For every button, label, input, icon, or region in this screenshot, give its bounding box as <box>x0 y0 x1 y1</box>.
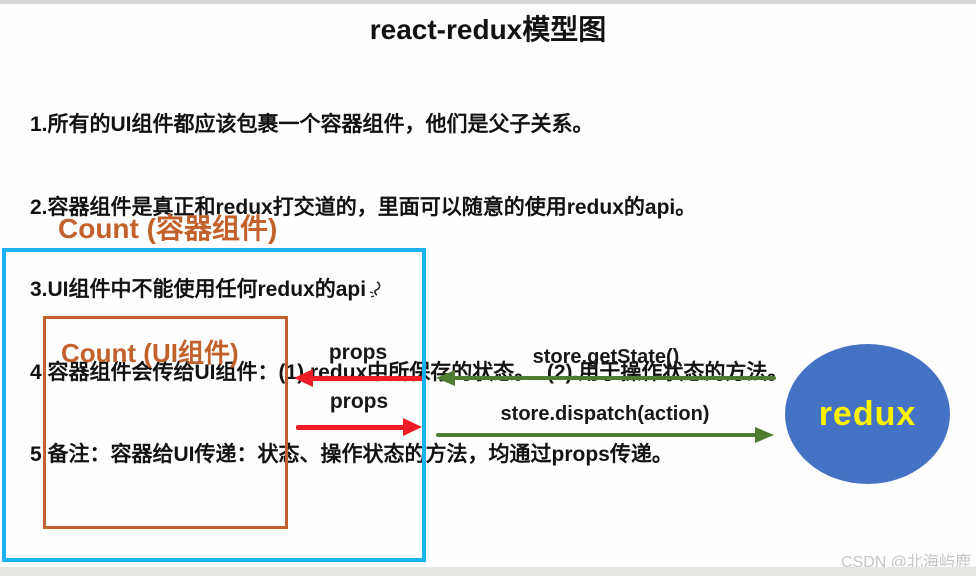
container-component-box <box>2 248 426 562</box>
props-to-ui-label: props <box>328 341 388 364</box>
note-line-5: 5.备注：容器给UI传递：状态、操作状态的方法，均通过props传递。 <box>30 443 673 466</box>
arrow-head-left-icon <box>294 369 313 387</box>
arrow-head-left-icon <box>436 370 455 386</box>
props-from-ui-arrow <box>296 418 422 436</box>
arrow-shaft <box>452 376 776 380</box>
get-state-arrow <box>436 369 776 387</box>
arrow-shaft <box>310 375 422 381</box>
arrow-shaft <box>296 424 406 430</box>
arrow-head-right-icon <box>403 418 422 436</box>
arrow-head-right-icon <box>755 427 774 443</box>
diagram-title: react-redux模型图 <box>369 14 607 45</box>
dispatch-arrow <box>436 426 774 444</box>
redux-store-ellipse: redux <box>785 344 950 484</box>
bottom-edge-strip <box>0 567 976 576</box>
text-cursor-artifact-icon <box>368 279 384 307</box>
note-line-2: 2.容器组件是真正和redux打交道的，里面可以随意的使用redux的api。 <box>30 195 697 219</box>
arrow-shaft <box>436 433 758 437</box>
note-line-3: 3.UI组件中不能使用任何redux的api <box>30 276 788 304</box>
note-line-1: 1.所有的UI组件都应该包裹一个容器组件，他们是父子关系。 <box>30 113 594 136</box>
note-line-3-text: 3.UI组件中不能使用任何redux的api <box>30 278 367 301</box>
dispatch-label: store.dispatch(action) <box>500 403 710 425</box>
get-state-label: store.getState() <box>532 346 680 368</box>
ui-component-box: Count (UI组件) <box>43 316 288 529</box>
csdn-watermark: CSDN @北海屿鹿 <box>840 554 971 571</box>
props-to-ui-arrow <box>294 369 422 387</box>
ui-component-label: Count (UI组件) <box>61 338 239 368</box>
props-from-ui-label: props <box>329 390 389 413</box>
top-edge-strip <box>0 0 976 4</box>
container-component-label: Count (容器组件) <box>58 213 278 244</box>
redux-store-label: redux <box>818 394 917 433</box>
